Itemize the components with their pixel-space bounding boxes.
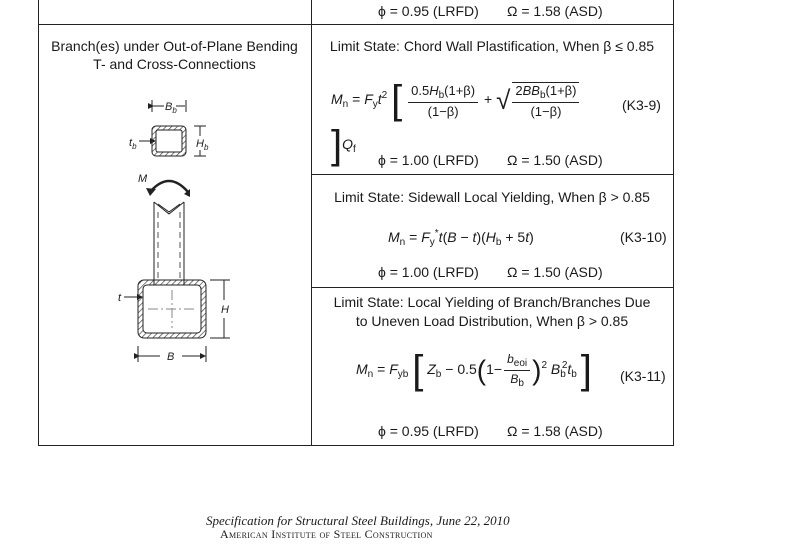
connection-figure: Bb Hb tb M t [118,100,230,363]
equation-k3-10: Mn = Fy*t(B − t)(Hb + 5t) [388,228,534,248]
sec1-phi: ϕ = 1.00 (LRFD) [378,152,479,168]
label-Hb: Hb [196,138,209,152]
sec1-eq-number: (K3-9) [622,97,661,113]
top-phi-text: ϕ = 0.95 (LRFD) [378,3,479,19]
branch-section-icon: Bb Hb tb [129,100,209,157]
label-tb: tb [129,137,137,151]
sec3-title-line1: Limit State: Local Yielding of Branch/Br… [333,294,651,310]
label-Bb: Bb [165,101,177,115]
sec2-title: Limit State: Sidewall Local Yielding, Wh… [334,189,650,205]
sec3-omega: Ω = 1.58 (ASD) [507,423,603,439]
footer-aisc-line: American Institute of Steel Construction [220,527,433,541]
equation-k3-9: Mn = Fyt2 [ 0.5Hb(1+β)(1−β) + √2BBb(1+β)… [331,78,601,168]
label-M: M [138,173,148,185]
label-B: B [167,351,174,363]
sec1-title: Limit State: Chord Wall Plastification, … [329,38,655,54]
sec2-omega: Ω = 1.50 (ASD) [507,264,603,280]
table-left-border [38,0,39,446]
moment-arrow-icon: M [138,173,190,197]
chord-section-icon: t H B [118,279,230,363]
table-right-border [673,0,674,446]
footer-spec-line: Specification for Structural Steel Build… [206,513,510,528]
sec3-title-line2: to Uneven Load Distribution, When β > 0.… [355,313,629,329]
label-t: t [118,292,122,304]
sec2-phi: ϕ = 1.00 (LRFD) [378,264,479,280]
sec3-phi: ϕ = 0.95 (LRFD) [378,423,479,439]
label-H: H [221,304,229,316]
sec2-eq-number: (K3-10) [620,229,667,245]
row-divider-sec2 [311,287,674,288]
table-bottom-border [38,445,674,446]
top-omega-text: Ω = 1.58 (ASD) [507,3,603,19]
branch-member-elevation [153,201,185,280]
left-cell-title-line1: Branch(es) under Out-of-Plane Bending [51,38,298,54]
row-divider-sec1 [311,174,674,175]
left-cell-title-line2: T- and Cross-Connections [93,56,256,72]
table-mid-border [311,0,312,446]
row-divider-top [38,24,674,25]
sec1-omega: Ω = 1.50 (ASD) [507,152,603,168]
sec3-eq-number: (K3-11) [620,368,666,384]
